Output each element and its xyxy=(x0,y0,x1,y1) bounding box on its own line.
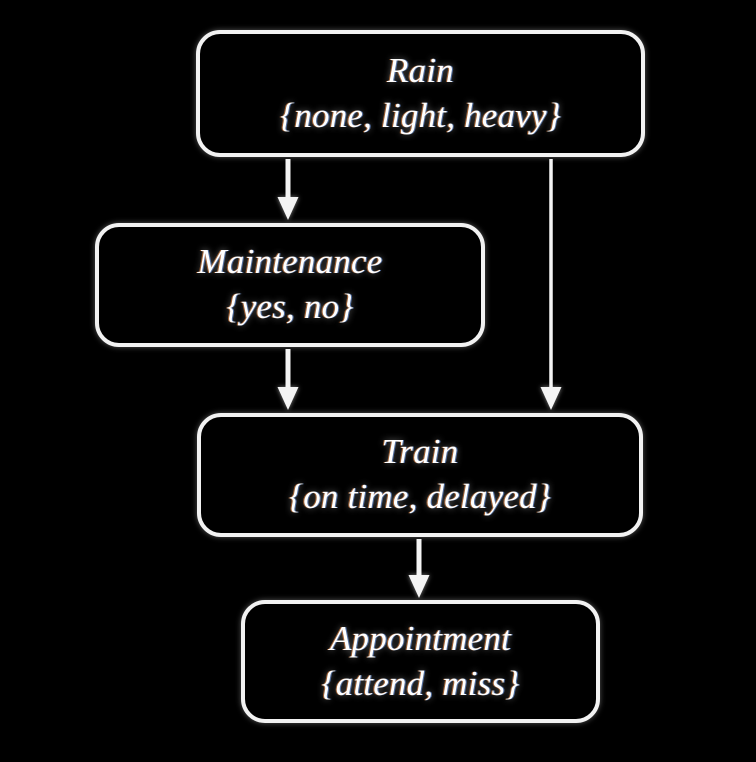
edge-train-to-appointment xyxy=(408,539,430,598)
node-appointment-name: Appointment xyxy=(329,618,512,658)
node-maintenance-name: Maintenance xyxy=(197,242,383,281)
edge-rain-to-train xyxy=(540,159,562,410)
edge-rain-to-maintenance xyxy=(277,159,299,220)
node-rain-name: Rain xyxy=(387,50,454,90)
node-rain[interactable]: Rain {none, light, heavy} xyxy=(196,30,645,157)
node-train-name: Train xyxy=(381,432,459,471)
node-appointment[interactable]: Appointment {attend, miss} xyxy=(241,600,600,723)
node-rain-values: {none, light, heavy} xyxy=(280,95,561,135)
edge-maintenance-to-train xyxy=(277,349,299,410)
node-maintenance-values: {yes, no} xyxy=(226,287,354,326)
node-train[interactable]: Train {on time, delayed} xyxy=(197,413,643,537)
node-train-values: {on time, delayed} xyxy=(289,477,551,516)
node-maintenance[interactable]: Maintenance {yes, no} xyxy=(95,223,485,347)
node-appointment-values: {attend, miss} xyxy=(321,663,520,703)
